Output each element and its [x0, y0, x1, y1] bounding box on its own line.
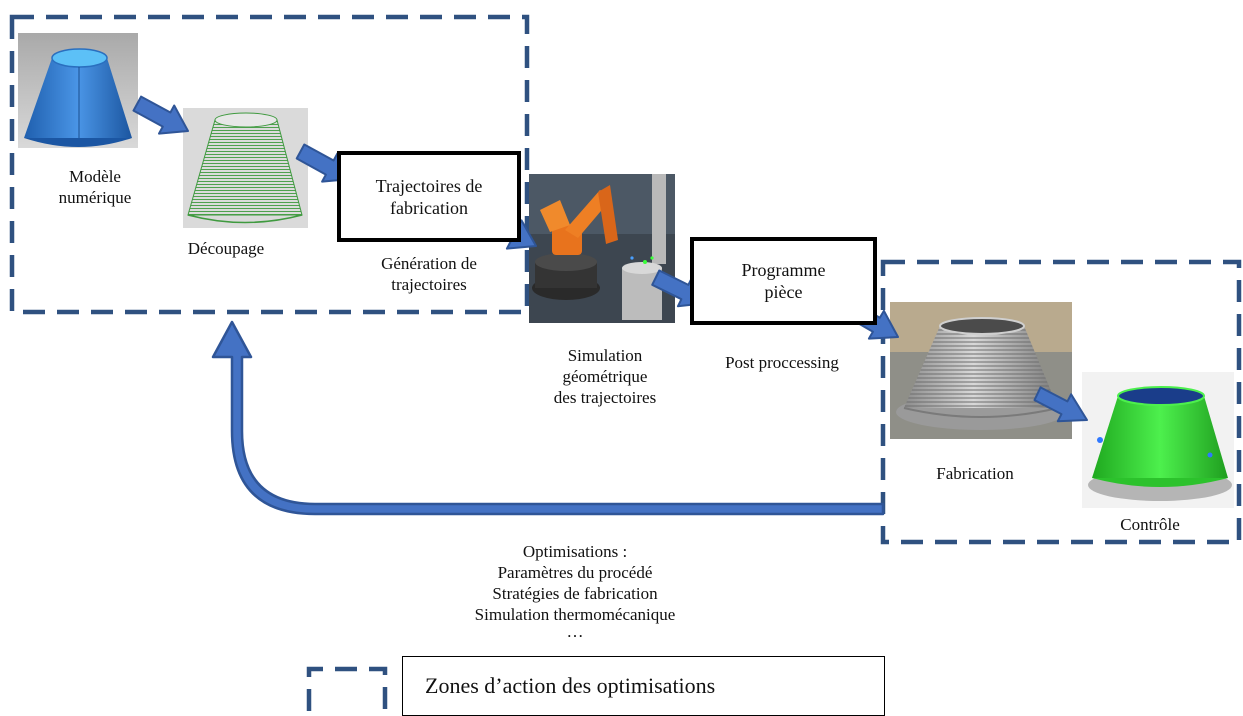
optimisation-zone-left [9, 14, 530, 315]
box-trajectoires-de-fabrication: Trajectoires de fabrication [337, 151, 521, 242]
control-scan-image [1082, 372, 1234, 508]
label-simulation-geometrique: Simulation géométrique des trajectoires [553, 346, 657, 407]
digital-model-image [18, 33, 138, 148]
label-post-processing: Post proccessing [725, 353, 839, 372]
optimisations-line: Simulation thermomécanique [474, 605, 676, 624]
feedback-loop-arrow [211, 320, 885, 516]
fabricated-part-image [890, 302, 1072, 439]
label-modele-numerique: Modèle numérique [58, 167, 132, 207]
label-generation-de-trajectoires: Génération de trajectoires [381, 254, 477, 294]
legend-label: Zones d’action des optimisations [425, 673, 716, 698]
optimisation-zone-right [880, 259, 1242, 545]
label-fabrication: Fabrication [936, 464, 1014, 483]
optimisations-line: Stratégies de fabrication [492, 584, 658, 603]
slicing-image [183, 108, 308, 228]
optimisations-line: Optimisations : [522, 542, 628, 561]
optimisations-line: Paramètres du procédé [497, 563, 653, 582]
arrow-fabrication-to-control [1033, 386, 1088, 423]
arrow-model-to-slicing [132, 95, 189, 135]
optimisations-list: Optimisations : Paramètres du procédé St… [420, 541, 730, 641]
label-decoupage: Découpage [187, 239, 265, 258]
legend-box: Zones d’action des optimisations [402, 656, 885, 716]
optimisations-line: … [566, 622, 584, 641]
legend-dashed-sample [306, 666, 388, 711]
box-programme-piece: Programme pièce [690, 237, 877, 325]
label-controle: Contrôle [1120, 515, 1180, 534]
robot-simulation-image [529, 174, 675, 323]
